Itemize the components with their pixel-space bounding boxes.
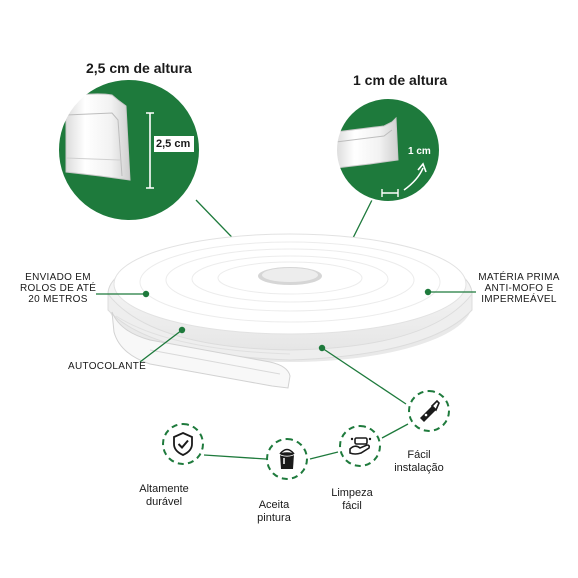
material-callout-line: MATÉRIA PRIMA xyxy=(478,272,560,283)
right-zoom-circle xyxy=(335,97,441,203)
feature-durable-caption: Altamente durável xyxy=(134,483,194,509)
paint-bucket-icon xyxy=(279,448,295,469)
callout-connectors xyxy=(96,288,476,405)
left-dimension-label: 2,5 cm xyxy=(156,138,191,150)
material-callout: MATÉRIA PRIMA ANTI-MOFO E IMPERMEÁVEL xyxy=(476,272,562,305)
material-callout-line: IMPERMEÁVEL xyxy=(481,294,557,305)
feature-caption-line: durável xyxy=(145,496,183,508)
feature-durable xyxy=(162,423,204,465)
feature-caption-line: Fácil xyxy=(407,449,431,461)
left-size-heading: 2,5 cm de altura xyxy=(86,60,192,76)
rolls-callout-line: ENVIADO EM xyxy=(25,272,91,283)
profile-roll xyxy=(107,233,473,389)
feature-chain-line xyxy=(203,423,409,460)
feature-paintable-caption: Aceita pintura xyxy=(244,499,304,525)
feature-caption-line: Aceita xyxy=(258,499,290,511)
adhesive-callout: AUTOCOLANTE xyxy=(68,361,147,372)
feature-caption-line: instalação xyxy=(394,462,444,474)
feature-easy-install-caption: Fácil instalação xyxy=(388,449,450,475)
rolls-callout-line: ROLOS DE ATÉ xyxy=(20,283,97,294)
cleaning-hands-icon xyxy=(349,437,372,455)
feature-caption-line: Altamente xyxy=(139,483,189,495)
right-size-heading: 1 cm de altura xyxy=(353,72,448,88)
feature-easy-clean-caption: Limpeza fácil xyxy=(322,487,382,513)
right-dimension-label: 1 cm xyxy=(408,146,431,157)
rolls-callout: ENVIADO EM ROLOS DE ATÉ 20 METROS xyxy=(20,272,96,305)
rolls-callout-line: 20 METROS xyxy=(28,294,88,305)
feature-easy-clean xyxy=(339,425,381,467)
feature-paintable xyxy=(266,438,308,480)
feature-caption-line: pintura xyxy=(257,512,291,524)
feature-easy-install xyxy=(408,390,450,432)
material-callout-line: ANTI-MOFO E xyxy=(484,283,554,294)
shield-check-icon xyxy=(173,432,193,456)
left-zoom-circle xyxy=(57,78,201,222)
feature-caption-line: Limpeza xyxy=(331,487,373,499)
utility-knife-icon xyxy=(420,399,440,422)
feature-caption-line: fácil xyxy=(342,500,362,512)
